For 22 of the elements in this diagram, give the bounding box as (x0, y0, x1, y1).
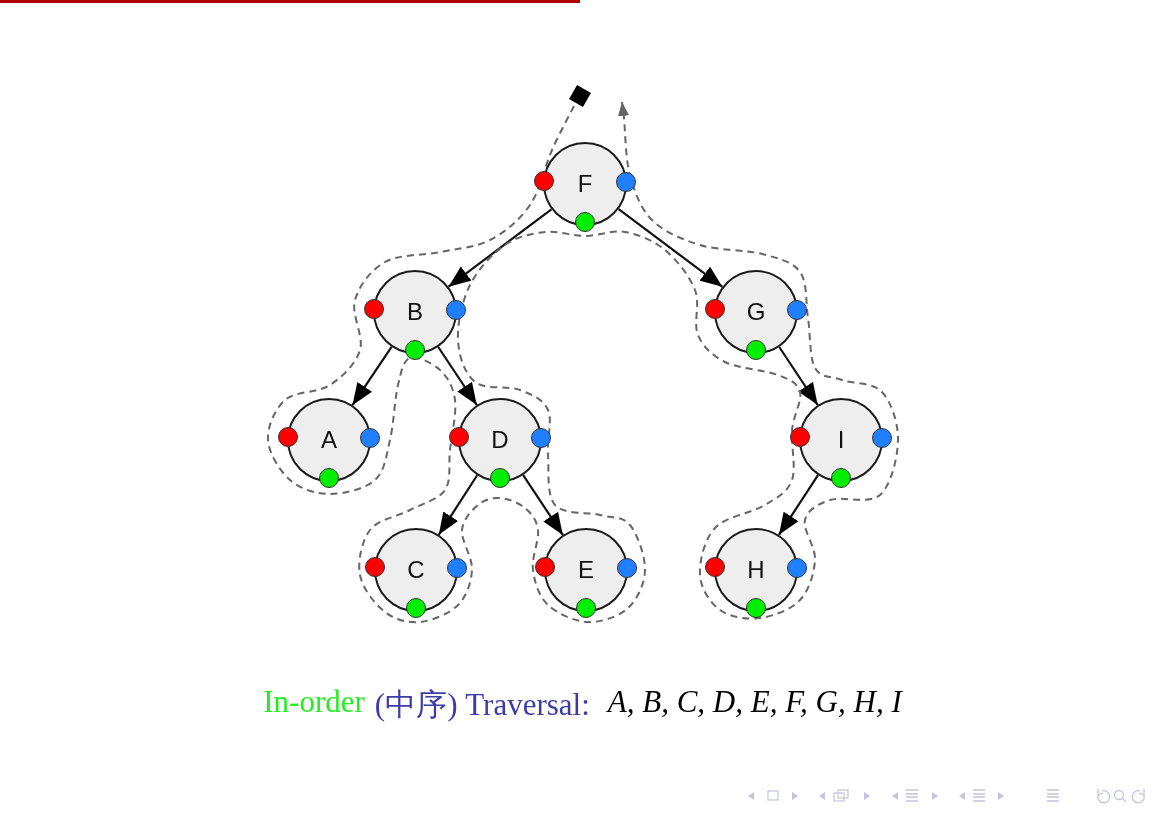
arrow (522, 474, 564, 536)
node-label: I (837, 426, 845, 454)
caption-text: In-order (263, 684, 365, 721)
arrow (778, 346, 819, 406)
caption-text: A, B, C, D, E, F, G, H, I (607, 684, 902, 721)
node-label: B (407, 298, 423, 326)
tree-node-circle (373, 270, 457, 354)
node-label: G (746, 298, 766, 326)
node-label: H (747, 556, 765, 584)
node-label: E (578, 556, 594, 584)
node-label: A (321, 426, 337, 454)
arrow (351, 346, 393, 406)
node-label: C (407, 556, 425, 584)
arrow (778, 474, 819, 536)
traversal-path-arrow (266, 101, 899, 624)
node-label: F (577, 170, 593, 198)
arrow (437, 346, 478, 406)
node-label: D (491, 426, 509, 454)
arrow (447, 208, 553, 288)
arrow (437, 474, 479, 536)
caption-text: (中序) Traversal: (374, 686, 590, 724)
arrow (617, 208, 724, 288)
